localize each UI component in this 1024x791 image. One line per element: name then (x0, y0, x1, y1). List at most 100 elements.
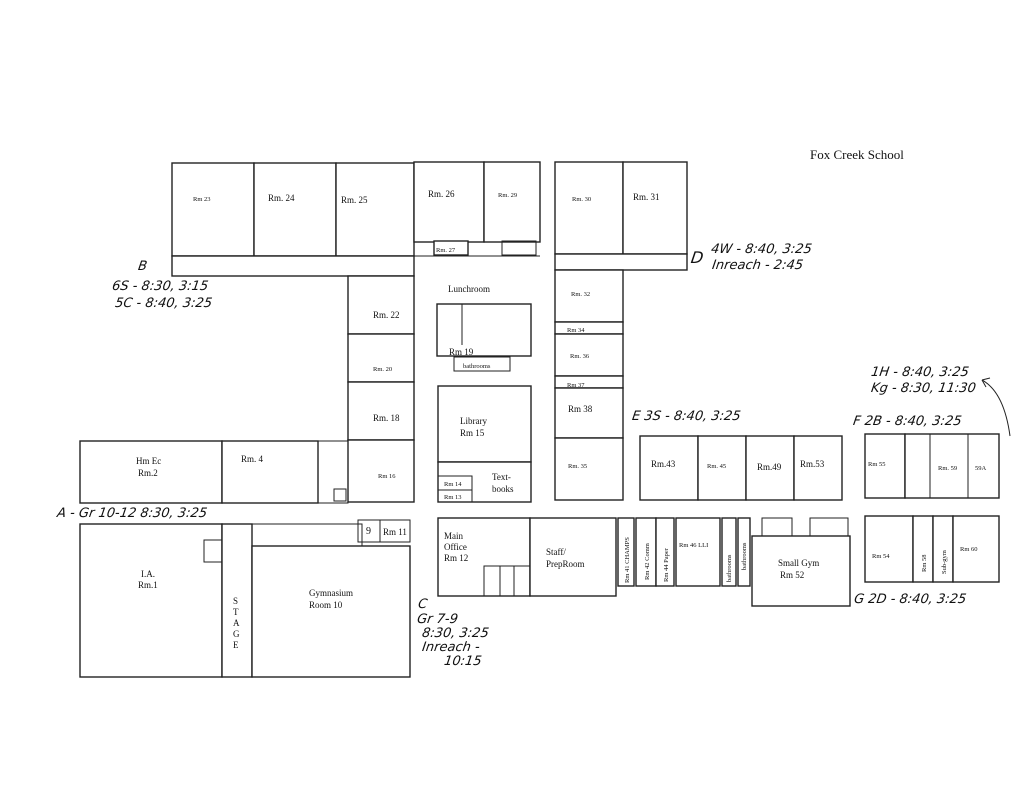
label-rm31: Rm. 31 (633, 192, 660, 202)
label-rm55: Rm 55 (868, 461, 886, 468)
label-main: Main (444, 531, 463, 541)
label-rm19: Rm 19 (449, 347, 474, 357)
label-rm44: Rm 44 Paper (663, 547, 670, 582)
entrance-c-letter: C (417, 597, 429, 612)
upper-hallway-west (171, 255, 415, 277)
label-rm11: Rm 11 (383, 527, 407, 537)
room-54[interactable] (864, 515, 914, 583)
room-19[interactable] (436, 303, 532, 357)
label-gymnasium-room: Room 10 (309, 600, 343, 610)
gymnasium-room-10[interactable] (251, 545, 411, 678)
label-rm58: Rm 58 (921, 554, 928, 572)
label-rm43: Rm.43 (651, 459, 676, 469)
label-rm36: Rm. 36 (570, 353, 590, 360)
room-13[interactable] (437, 489, 473, 503)
room-27[interactable] (433, 240, 469, 256)
label-rm37: Rm 37 (567, 382, 585, 389)
label-rm4: Rm. 4 (241, 454, 264, 464)
label-rm60: Rm 60 (960, 546, 978, 553)
label-rm59: Rm. 59 (938, 465, 957, 472)
label-textbooks-2: books (492, 484, 514, 494)
label-rm42: Rm 42 Comm (644, 543, 651, 580)
room-41[interactable] (617, 517, 635, 587)
label-rm13: Rm 13 (444, 494, 462, 501)
textbooks-room[interactable] (437, 461, 532, 503)
industrial-arts-room-1[interactable] (79, 523, 223, 678)
room-31[interactable] (622, 161, 688, 255)
label-staff: Staff/ (546, 547, 566, 557)
label-lunchroom: Lunchroom (448, 284, 490, 294)
room-18[interactable] (347, 381, 415, 441)
room-43[interactable] (639, 435, 699, 501)
arrow-icon (981, 379, 1011, 437)
home-ec-room-2[interactable] (79, 440, 223, 504)
label-rm24: Rm. 24 (268, 193, 295, 203)
small-gym-room-52[interactable] (751, 535, 851, 607)
room-4[interactable] (221, 440, 319, 504)
room-4-annex (317, 440, 349, 504)
label-rm46: Rm 46 LLI (679, 542, 708, 549)
room-30[interactable] (554, 161, 624, 255)
label-library-room: Rm 15 (460, 428, 485, 438)
room-59[interactable] (904, 433, 1000, 499)
entrance-d-schedule-2: Inreach - 2:45 (711, 258, 805, 273)
entrance-c-schedule: 8:30, 3:25 (421, 626, 490, 641)
upper-hallway-east (554, 253, 688, 271)
label-small-gym: Small Gym (778, 558, 819, 568)
entrance-a-schedule: A - Gr 10-12 8:30, 3:25 (56, 506, 209, 521)
label-rm45: Rm. 45 (707, 463, 726, 470)
label-rm59a: 59A (975, 465, 987, 472)
label-stage-s: S (233, 596, 238, 606)
entrance-g-schedule: G 2D - 8:40, 3:25 (853, 592, 968, 607)
stage[interactable] (221, 523, 253, 678)
label-rm34: Rm 34 (567, 327, 585, 334)
label-gymnasium: Gymnasium (309, 588, 353, 598)
room-26[interactable] (413, 161, 485, 243)
map-title: Fox Creek School (810, 147, 904, 162)
room-46[interactable] (675, 517, 721, 587)
room-24[interactable] (253, 162, 337, 257)
room-53[interactable] (793, 435, 843, 501)
room-55[interactable] (864, 433, 906, 499)
staff-prep-room[interactable] (529, 517, 617, 597)
label-office-room: Rm 12 (444, 553, 468, 563)
label-rm25: Rm. 25 (341, 195, 368, 205)
room-20[interactable] (347, 333, 415, 383)
room-11[interactable] (379, 519, 411, 543)
label-bathrooms-b: bathrooms (741, 542, 748, 570)
entrance-h-schedule-1: 1H - 8:40, 3:25 (870, 365, 970, 380)
room-37[interactable] (554, 375, 624, 389)
room-60[interactable] (952, 515, 1000, 583)
room-38[interactable] (554, 387, 624, 439)
room-22[interactable] (347, 275, 415, 335)
room-44[interactable] (655, 517, 675, 587)
label-rm9: 9 (366, 526, 371, 537)
room-49[interactable] (745, 435, 795, 501)
label-rm30: Rm. 30 (572, 196, 591, 203)
room-36[interactable] (554, 333, 624, 377)
entrance-f-schedule: F 2B - 8:40, 3:25 (852, 414, 963, 429)
library-room-15[interactable] (437, 385, 532, 463)
label-home-ec: Hm Ec (136, 456, 161, 466)
label-rm22: Rm. 22 (373, 310, 400, 320)
label-bathrooms: bathrooms (463, 363, 491, 370)
label-stage-t: T (233, 607, 239, 617)
label-ia: I.A. (141, 569, 155, 579)
room-45[interactable] (697, 435, 747, 501)
label-rm27: Rm. 27 (436, 247, 456, 254)
label-rm18: Rm. 18 (373, 413, 400, 423)
room-16[interactable] (347, 439, 415, 503)
label-office: Office (444, 542, 467, 552)
room-32[interactable] (554, 269, 624, 323)
label-stage-e: E (233, 640, 239, 650)
room-29[interactable] (483, 161, 541, 243)
label-stage-g: G (233, 629, 240, 639)
label-home-ec-room: Rm.2 (138, 468, 158, 478)
entrance-c-inreach-time: 10:15 (443, 654, 483, 669)
room-23[interactable] (171, 162, 255, 257)
room-34[interactable] (554, 321, 624, 335)
label-rm23: Rm 23 (193, 196, 211, 203)
room-35[interactable] (554, 437, 624, 501)
room-25[interactable] (335, 162, 415, 257)
